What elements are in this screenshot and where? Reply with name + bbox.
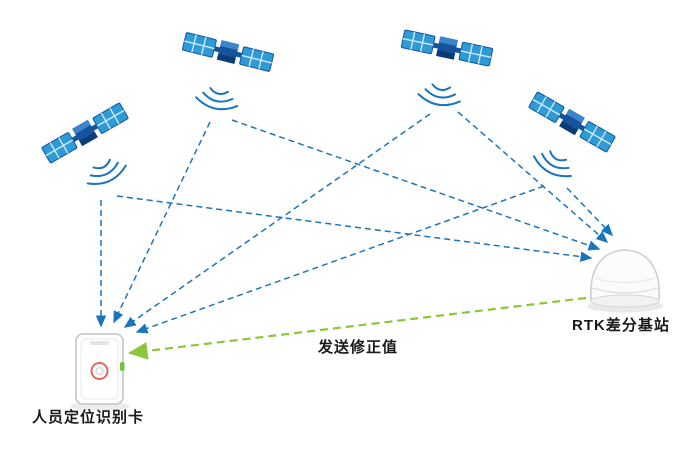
- rtk-base-station-icon: [587, 249, 663, 313]
- signal-arrow-sat4-station: [566, 187, 614, 237]
- gnss-signal-links: [95, 111, 614, 334]
- signal-waves-icon: [416, 81, 463, 110]
- base-station-label: RTK差分基站: [572, 317, 670, 334]
- signal-arrow-sat4-card: [135, 185, 545, 334]
- signal-arrow-sat2-card: [113, 121, 211, 324]
- signal-arrow-sat3-station: [457, 111, 609, 243]
- signal-arrow-sat1-station: [116, 195, 593, 262]
- correction-arrow: [127, 296, 587, 360]
- signal-waves-icon: [81, 153, 130, 191]
- personnel-card-icon: [70, 333, 130, 411]
- personnel-card-label: 人员定位识别卡: [32, 409, 145, 426]
- signal-arrow-sat2-station: [231, 119, 601, 251]
- satellite-icon: [400, 28, 494, 68]
- signal-arrow-sat3-card: [123, 113, 431, 328]
- satellite-icon: [40, 101, 130, 165]
- signal-waves-icon: [193, 84, 241, 114]
- satellite-icon: [527, 90, 617, 154]
- satellite-icon: [181, 30, 275, 74]
- signal-waves-icon: [529, 144, 578, 184]
- correction-value-label: 发送修正值: [318, 339, 399, 356]
